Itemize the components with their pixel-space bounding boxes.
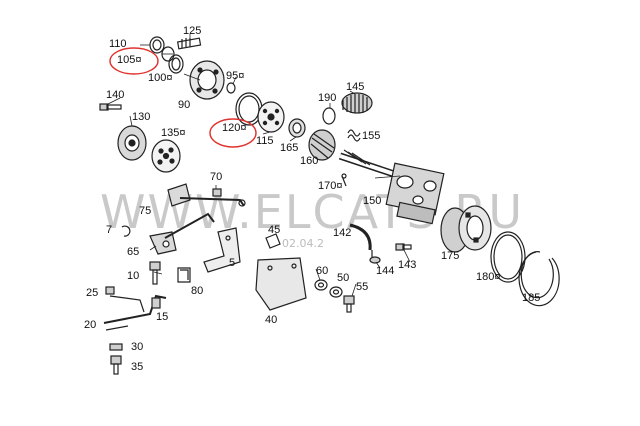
label-30: 30 [131,341,143,353]
label-50: 50 [337,272,349,284]
part-10-bolt [149,261,161,285]
label-150: 150 [363,195,381,207]
label-145: 145 [346,81,364,93]
part-15-bolt [151,297,161,309]
label-95: 95¤ [226,70,244,82]
part-144-bolt [369,256,381,264]
part-155-spring [347,129,361,142]
part-55-bolt [343,295,355,313]
part-40-plate [255,257,307,311]
label-170: 170¤ [318,180,342,192]
label-190: 190 [318,92,336,104]
label-60: 60 [316,265,328,277]
label-155: 155 [362,130,380,142]
part-165-ring [288,118,306,138]
part-25-screw [105,286,115,295]
label-5: 5 [229,257,235,269]
highlight-120 [209,118,257,148]
label-180: 180¤ [476,271,500,283]
highlight-circles [109,47,257,148]
label-20: 20 [84,319,96,331]
part-185-snap-ring [518,251,560,307]
part-100-ring [168,54,184,74]
part-95-ring [226,82,236,94]
part-7-clip [121,225,131,237]
label-144: 144 [376,265,394,277]
label-185: 185 [522,292,540,304]
part-175-drum [440,205,492,253]
label-115: 115 [256,135,274,147]
label-90: 90 [178,99,190,111]
label-7: 7 [106,224,112,236]
label-10: 10 [127,270,139,282]
label-125: 125 [183,25,201,37]
label-40: 40 [265,314,277,326]
label-80: 80 [191,285,203,297]
label-165: 165 [280,142,298,154]
part-142-pipe [349,223,373,258]
part-190-ring [322,107,336,125]
part-30-nut [109,343,123,351]
part-70-bolt [212,188,222,197]
part-65-lever [149,212,215,255]
part-160-gear [308,129,336,161]
part-90-housing [189,60,225,100]
label-140: 140 [106,89,124,101]
part-80-clip [177,267,191,283]
part-135-plate [151,139,181,173]
label-120: 120¤ [222,122,246,134]
label-130: 130 [132,111,150,123]
label-110: 110 [109,38,127,50]
part-125-bolt [176,37,202,50]
part-50-washer [329,286,343,298]
part-180-ring [490,231,526,283]
part-75-bracket [167,183,246,207]
label-35: 35 [131,361,143,373]
label-70: 70 [210,171,222,183]
part-130-flange [117,125,147,161]
label-65: 65 [127,246,139,258]
part-5-bracket [203,227,241,273]
part-35-bolt [110,355,122,375]
part-140-bolt [99,103,122,111]
label-160: 160 [300,155,318,167]
label-142: 142 [333,227,351,239]
label-55: 55 [356,281,368,293]
part-145-gear [341,92,373,114]
part-170-pin [341,173,347,187]
label-15: 15 [156,311,168,323]
label-75: 75 [139,205,151,217]
label-100: 100¤ [148,72,172,84]
leader-lines [107,34,411,297]
label-175: 175 [441,250,459,262]
part-60-washer [314,279,328,291]
label-135: 135¤ [161,127,185,139]
label-105: 105¤ [117,54,141,66]
label-45: 45 [268,224,280,236]
part-45-clip [265,233,281,249]
part-115-plate [257,101,285,133]
part-150-shaft-assembly [338,149,445,225]
part-labels: 110 125 105¤ 100¤ 95¤ 90 140 130 135¤ 12… [84,25,540,373]
label-25: 25 [86,287,98,299]
label-143: 143 [398,259,416,271]
part-143-bolt [395,243,412,251]
highlight-105 [109,47,159,75]
date-stamp: 02.04.2 [282,237,324,250]
